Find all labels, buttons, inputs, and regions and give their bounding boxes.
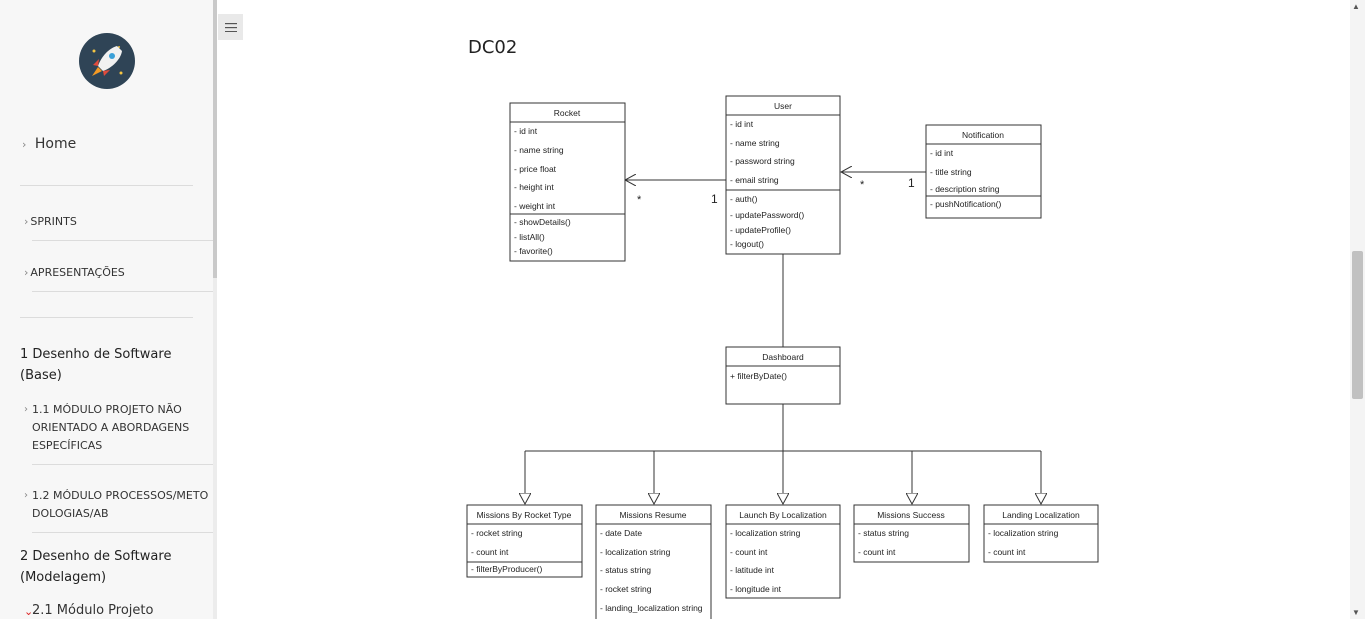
- class-attribute: - height int: [514, 182, 554, 192]
- sidebar-item-label: 2.1 Módulo Projeto: [32, 603, 154, 618]
- sidebar-item-label: Home: [34, 136, 77, 152]
- class-name: Missions By Rocket Type: [477, 510, 572, 520]
- class-attribute: - count int: [858, 547, 896, 557]
- class-attribute: - date Date: [600, 528, 642, 538]
- sidebar-item-apresentacoes[interactable]: ›APRESENTAÇÕES: [24, 266, 213, 279]
- chevron-right-icon: ›: [22, 138, 27, 151]
- class-attribute: - localization string: [988, 528, 1059, 538]
- class-attribute: - id int: [514, 126, 538, 136]
- class-attribute: - password string: [730, 156, 795, 166]
- multiplicity-user-notification: *: [860, 179, 865, 191]
- multiplicity-notification: 1: [908, 176, 915, 190]
- class-method: - showDetails(): [514, 217, 571, 227]
- class-landing-localization: Landing Localization - localization stri…: [983, 504, 1099, 563]
- chevron-right-icon: ›: [24, 490, 28, 501]
- class-attribute: - description string: [930, 184, 1000, 194]
- class-attribute: - rocket string: [600, 584, 652, 594]
- sidebar-item-home[interactable]: › Home: [22, 136, 213, 152]
- sidebar-scrollbar-track[interactable]: [213, 0, 217, 619]
- class-attribute: - status string: [858, 528, 909, 538]
- class-name: Missions Resume: [619, 510, 686, 520]
- sidebar-scrollbar-thumb[interactable]: [213, 0, 217, 278]
- class-attribute: - landing_localization string: [600, 603, 703, 613]
- class-name: Dashboard: [762, 352, 804, 362]
- uml-class-diagram: * 1 * 1 Rocket - id int - name string - …: [466, 95, 1099, 619]
- sidebar-item-label: 1.1 MÓDULO PROJETO NÃO ORIENTADO A ABORD…: [32, 403, 190, 452]
- hamburger-icon: [224, 22, 237, 32]
- class-method: - filterByProducer(): [471, 564, 542, 574]
- rocket-logo-icon[interactable]: [79, 33, 135, 89]
- divider: [32, 240, 213, 241]
- class-name: Launch By Localization: [739, 510, 827, 520]
- class-attribute: - name string: [730, 138, 780, 148]
- divider: [32, 464, 213, 465]
- class-user: User - id int - name string - password s…: [725, 95, 841, 255]
- divider: [32, 532, 213, 533]
- class-launch-by-localization: Launch By Localization - localization st…: [725, 504, 841, 599]
- sidebar-item-label: 1.2 MÓDULO PROCESSOS/METODOLOGIAS/AB: [32, 489, 209, 520]
- class-attribute: - id int: [730, 119, 754, 129]
- class-method: - updateProfile(): [730, 225, 791, 235]
- class-attribute: - email string: [730, 175, 779, 185]
- class-attribute: - count int: [988, 547, 1026, 557]
- class-name: Landing Localization: [1002, 510, 1080, 520]
- page-scrollbar-thumb[interactable]: [1352, 251, 1363, 399]
- divider: [20, 317, 193, 318]
- sidebar: › Home ›SPRINTS ›APRESENTAÇÕES 1 Desenho…: [0, 0, 213, 619]
- class-method: - logout(): [730, 239, 764, 249]
- class-missions-resume: Missions Resume - date Date - localizati…: [595, 504, 712, 619]
- class-attribute: - status string: [600, 565, 651, 575]
- chevron-right-icon: ›: [24, 404, 28, 415]
- page-title: DC02: [468, 37, 518, 58]
- class-attribute: - latitude int: [730, 565, 775, 575]
- class-attribute: - title string: [930, 167, 972, 177]
- chevron-right-icon: ›: [24, 266, 29, 279]
- class-name: User: [774, 101, 792, 111]
- class-missions-success: Missions Success - status string - count…: [853, 504, 970, 563]
- class-attribute: - localization string: [730, 528, 801, 538]
- menu-toggle-button[interactable]: [218, 14, 243, 40]
- chevron-right-icon: ›: [24, 215, 29, 228]
- class-method: - listAll(): [514, 232, 545, 242]
- sidebar-item-1-1[interactable]: › 1.1 MÓDULO PROJETO NÃO ORIENTADO A ABO…: [24, 401, 213, 455]
- class-attribute: - weight int: [514, 201, 556, 211]
- class-attribute: - price float: [514, 164, 557, 174]
- multiplicity-rocket: *: [637, 194, 642, 206]
- chevron-down-icon: ⌄: [24, 605, 34, 618]
- scroll-down-arrow-icon[interactable]: ▼: [1352, 608, 1360, 617]
- class-notification: Notification - id int - title string - d…: [925, 124, 1042, 219]
- class-attribute: - count int: [730, 547, 768, 557]
- class-attribute: - longitude int: [730, 584, 782, 594]
- class-attribute: - name string: [514, 145, 564, 155]
- class-name: Rocket: [554, 108, 581, 118]
- class-name: Notification: [962, 130, 1004, 140]
- sidebar-item-2-1[interactable]: ⌄ 2.1 Módulo Projeto: [24, 602, 213, 619]
- sidebar-item-label: SPRINTS: [30, 215, 77, 228]
- class-method: - updatePassword(): [730, 210, 804, 220]
- multiplicity-user-rocket: 1: [711, 192, 718, 206]
- class-attribute: - id int: [930, 148, 954, 158]
- class-dashboard: Dashboard + filterByDate(): [725, 346, 841, 405]
- class-method: - favorite(): [514, 246, 553, 256]
- divider: [20, 185, 193, 186]
- sidebar-item-sprints[interactable]: ›SPRINTS: [24, 215, 213, 228]
- class-method: + filterByDate(): [730, 371, 787, 381]
- section-title-modelagem: 2 Desenho de Software (Modelagem): [20, 549, 172, 585]
- class-method: - pushNotification(): [930, 199, 1002, 209]
- section-title-base: 1 Desenho de Software (Base): [20, 347, 172, 383]
- class-name: Missions Success: [877, 510, 945, 520]
- sidebar-item-label: APRESENTAÇÕES: [30, 266, 125, 279]
- class-missions-by-rocket-type: Missions By Rocket Type - rocket string …: [466, 504, 583, 578]
- class-rocket: Rocket - id int - name string - price fl…: [509, 102, 626, 262]
- class-method: - auth(): [730, 194, 758, 204]
- class-attribute: - count int: [471, 547, 509, 557]
- divider: [32, 291, 213, 292]
- class-attribute: - localization string: [600, 547, 671, 557]
- scroll-up-arrow-icon[interactable]: ▲: [1352, 2, 1360, 11]
- sidebar-item-1-2[interactable]: › 1.2 MÓDULO PROCESSOS/METODOLOGIAS/AB: [24, 487, 213, 523]
- class-attribute: - rocket string: [471, 528, 523, 538]
